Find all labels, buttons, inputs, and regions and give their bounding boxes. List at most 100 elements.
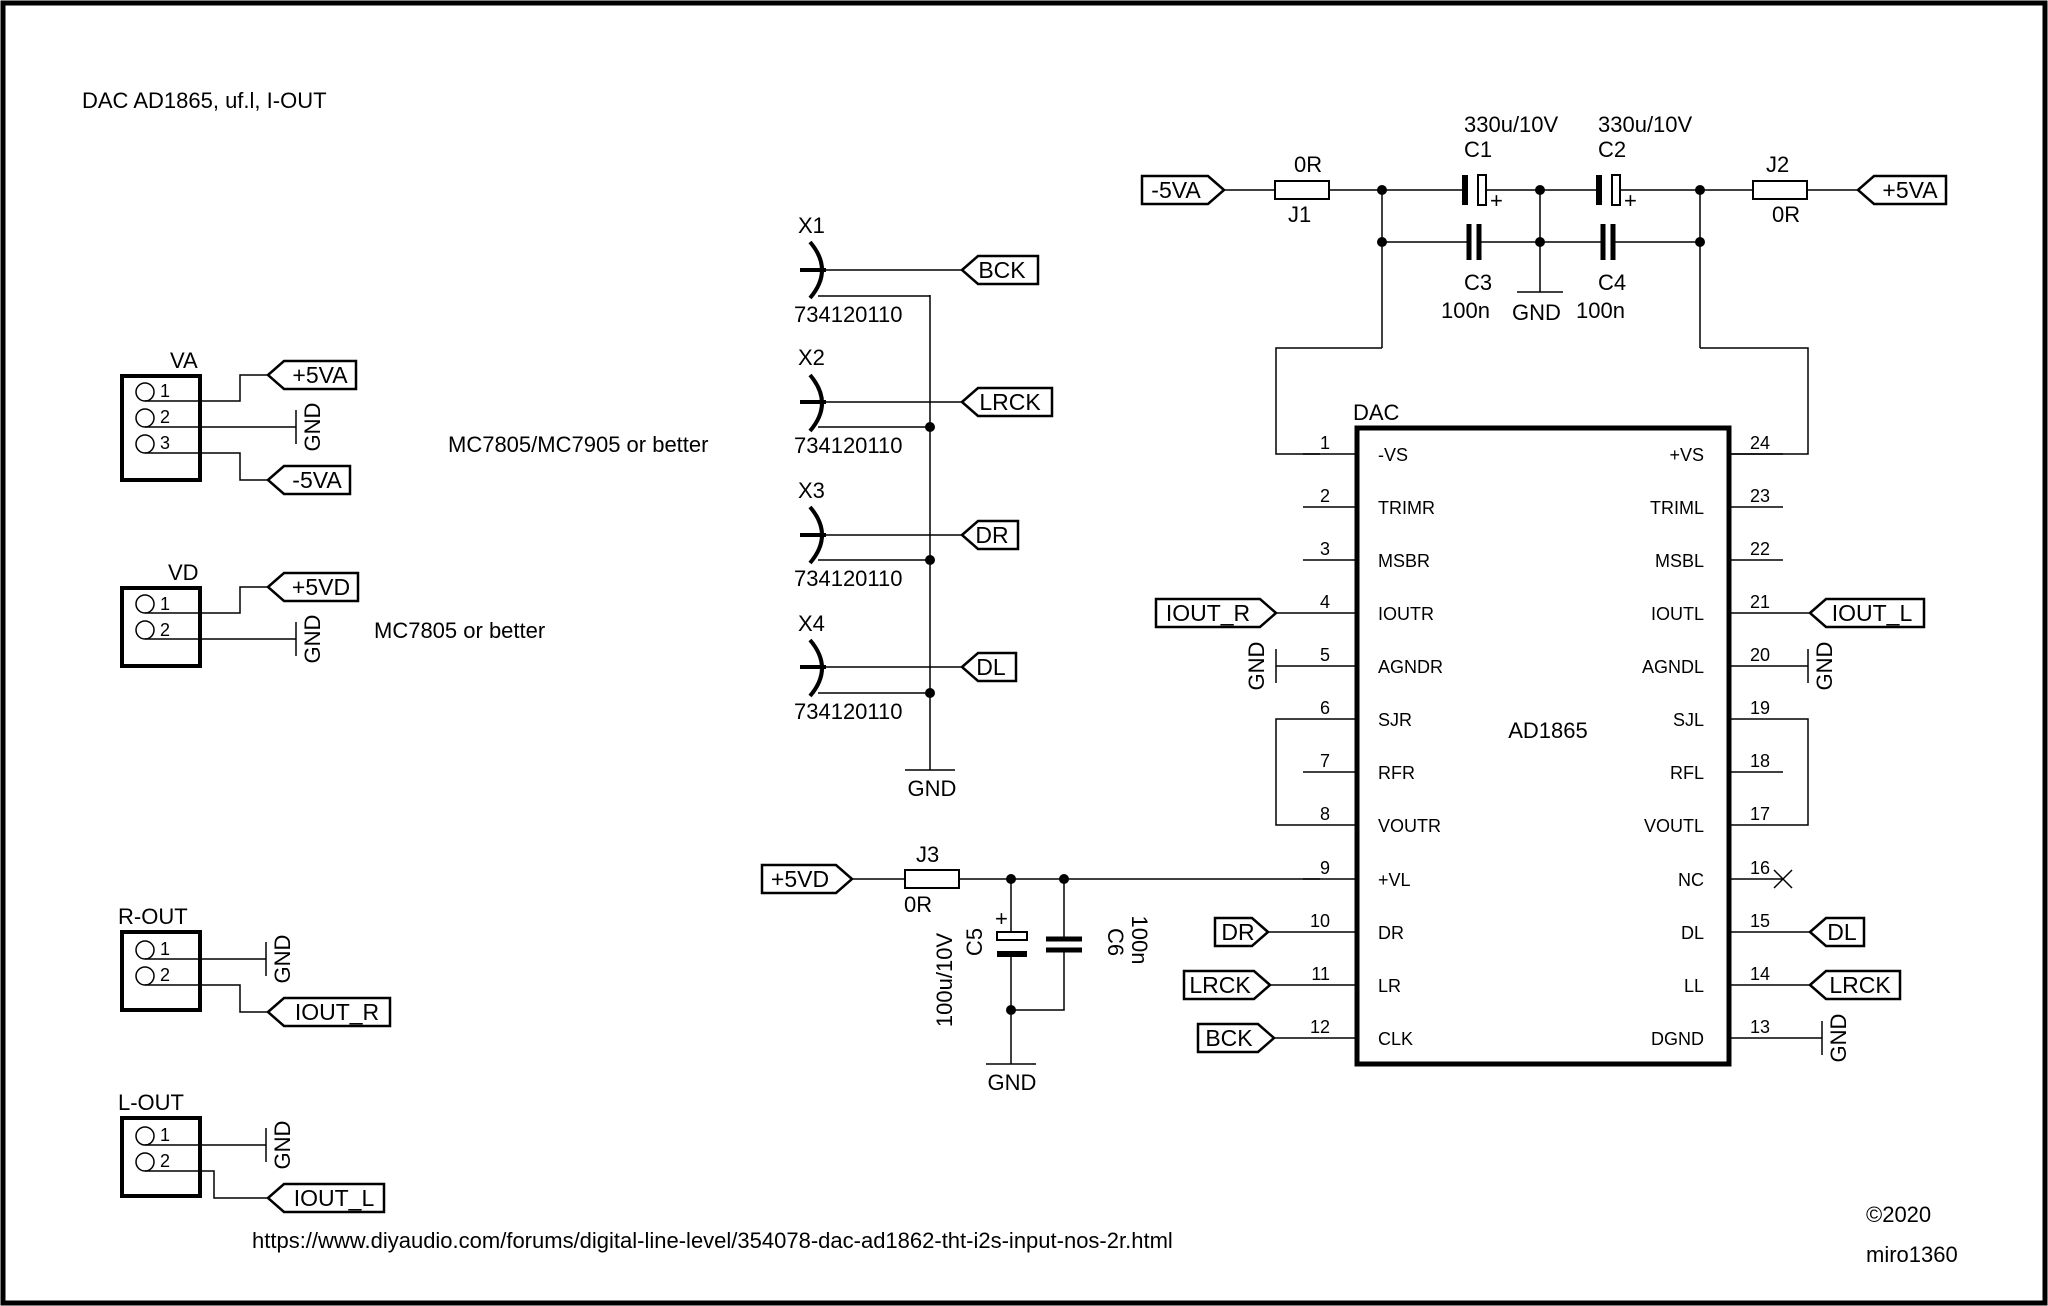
ic-pin-num: 5 bbox=[1320, 645, 1330, 665]
capacitor-c1-plus: + bbox=[1490, 188, 1503, 213]
header-vd: VD 1 2 MC7805 or better bbox=[120, 560, 545, 668]
ic-pin-num: 22 bbox=[1750, 539, 1770, 559]
copyright-year: ©2020 bbox=[1866, 1202, 1931, 1227]
ic-pin-num: 23 bbox=[1750, 486, 1770, 506]
source-url: https://www.diyaudio.com/forums/digital-… bbox=[252, 1228, 1173, 1253]
capacitor-c3-ref: C3 bbox=[1464, 270, 1492, 295]
ic-pin-name: NC bbox=[1678, 870, 1704, 890]
ic-left-pin-numbers: 1 2 3 4 5 6 7 8 9 10 11 12 bbox=[1310, 433, 1330, 1037]
ic-pin-name: SJR bbox=[1378, 710, 1412, 730]
resistor-j3-ref: J3 bbox=[916, 842, 939, 867]
ic-pin-num: 24 bbox=[1750, 433, 1770, 453]
flag-lrck: LRCK bbox=[960, 386, 1054, 418]
flag-va-plus5va: +5VA bbox=[266, 359, 358, 391]
gnd-digital-label: GND bbox=[988, 1070, 1037, 1095]
flag-va-plus5va-text: +5VA bbox=[292, 362, 348, 388]
flag-dr-connector-text: DR bbox=[975, 522, 1008, 548]
flag-supply-plus5vd: +5VD bbox=[760, 863, 854, 895]
flag-ic-lrck-right: LRCK bbox=[1808, 969, 1902, 1001]
ic-pin-name: AGNDR bbox=[1378, 657, 1443, 677]
ic-ref: DAC bbox=[1353, 400, 1400, 425]
header-va-pin1-num: 1 bbox=[160, 381, 170, 401]
ic-pin-name: RFR bbox=[1378, 763, 1415, 783]
gnd-filter-label: GND bbox=[1512, 300, 1561, 325]
flag-ic-lrck-right-text: LRCK bbox=[1829, 972, 1891, 998]
resistor-j2-ref: J2 bbox=[1766, 152, 1789, 177]
flag-vd-plus5vd: +5VD bbox=[266, 571, 360, 603]
header-r-out-pin2-num: 2 bbox=[160, 965, 170, 985]
flag-ic-iout-r: IOUT_R bbox=[1154, 597, 1278, 629]
header-va-ref: VA bbox=[170, 348, 198, 373]
ic-pin-num: 19 bbox=[1750, 698, 1770, 718]
capacitor-c5-plus: + bbox=[995, 906, 1008, 931]
header-l-out: L-OUT 1 2 bbox=[118, 1090, 268, 1199]
ic-pin-name: LR bbox=[1378, 976, 1401, 996]
header-vd-pin1-num: 1 bbox=[160, 594, 170, 614]
connector-x3: X3 734120110 bbox=[794, 478, 962, 591]
ic-pin-name: VOUTL bbox=[1644, 816, 1704, 836]
header-r-out-body bbox=[120, 930, 202, 1012]
header-l-out-pin1 bbox=[135, 1126, 155, 1146]
capacitor-c1-value: 330u/10V bbox=[1464, 112, 1559, 137]
capacitor-c2: + 330u/10V C2 bbox=[1596, 112, 1693, 213]
capacitor-c5: + C5 100u/10V bbox=[932, 906, 1028, 1027]
connector-x4: X4 734120110 bbox=[794, 611, 962, 724]
flag-ic-lrck: LRCK bbox=[1182, 969, 1272, 1001]
flag-dl-connector-text: DL bbox=[976, 654, 1006, 680]
flag-bck-text: BCK bbox=[978, 257, 1026, 283]
flag-ic-lrck-text: LRCK bbox=[1189, 972, 1251, 998]
flag-va-minus5va: -5VA bbox=[266, 464, 352, 496]
resistor-j1-ref: J1 bbox=[1288, 202, 1311, 227]
header-vd-ref: VD bbox=[168, 560, 199, 585]
ic-pin-name: DL bbox=[1681, 923, 1704, 943]
flag-dr-connector: DR bbox=[960, 519, 1020, 551]
ic-pin-name: TRIML bbox=[1650, 498, 1704, 518]
connector-x2-ref: X2 bbox=[798, 345, 825, 370]
ic-pin-num: 21 bbox=[1750, 592, 1770, 612]
ic-pin-name: RFL bbox=[1670, 763, 1704, 783]
capacitor-c3: C3 100n bbox=[1441, 224, 1492, 323]
ic-pin-num: 9 bbox=[1320, 858, 1330, 878]
resistor-j3: J3 0R bbox=[904, 842, 960, 917]
header-va-pin3 bbox=[135, 434, 155, 454]
ic-right-pin-numbers: 24 23 22 21 20 19 18 17 16 15 14 13 bbox=[1750, 433, 1770, 1037]
capacitor-c4: C4 100n bbox=[1576, 224, 1626, 323]
ic-pin-num: 8 bbox=[1320, 804, 1330, 824]
header-l-out-ref: L-OUT bbox=[118, 1090, 184, 1115]
gnd-vd-label: GND bbox=[300, 615, 325, 664]
connector-x4-value: 734120110 bbox=[794, 699, 903, 724]
capacitor-c4-value: 100n bbox=[1576, 298, 1625, 323]
gnd-agndr-label: GND bbox=[1244, 642, 1269, 691]
gnd-l-out-label: GND bbox=[270, 1121, 295, 1170]
header-vd-pin2 bbox=[135, 620, 155, 640]
flag-ic-dl: DL bbox=[1808, 916, 1866, 948]
connector-x2-value: 734120110 bbox=[794, 433, 903, 458]
flag-va-minus5va-text: -5VA bbox=[292, 467, 342, 493]
ic-pin-name: SJL bbox=[1673, 710, 1704, 730]
header-va: VA 1 2 3 MC7805/MC7905 or better bbox=[120, 348, 708, 482]
flag-lrck-text: LRCK bbox=[979, 389, 1041, 415]
ic-body bbox=[1354, 425, 1732, 1067]
ic-pin-name: LL bbox=[1684, 976, 1704, 996]
ic-pin-name: +VS bbox=[1669, 445, 1704, 465]
ic-pin-name: +VL bbox=[1378, 870, 1411, 890]
flag-ic-bck: BCK bbox=[1196, 1022, 1276, 1054]
flag-ic-dr: DR bbox=[1213, 916, 1270, 948]
flag-ic-dl-text: DL bbox=[1827, 919, 1857, 945]
header-va-pin1 bbox=[135, 382, 155, 402]
ic-pin-name: IOUTL bbox=[1651, 604, 1704, 624]
ic-pin-num: 18 bbox=[1750, 751, 1770, 771]
capacitor-c5-ref: C5 bbox=[962, 928, 987, 956]
ic-pin-name: TRIMR bbox=[1378, 498, 1435, 518]
connector-x3-value: 734120110 bbox=[794, 566, 903, 591]
header-va-pin2-num: 2 bbox=[160, 407, 170, 427]
capacitor-c2-value: 330u/10V bbox=[1598, 112, 1693, 137]
ic-pin-num: 7 bbox=[1320, 751, 1330, 771]
ic-pin-num: 13 bbox=[1750, 1017, 1770, 1037]
gnd-dgnd-label: GND bbox=[1826, 1014, 1851, 1063]
header-r-out-ref: R-OUT bbox=[118, 904, 188, 929]
ic-pin-num: 6 bbox=[1320, 698, 1330, 718]
connector-x3-ref: X3 bbox=[798, 478, 825, 503]
ic-right-pin-names: +VS TRIML MSBL IOUTL AGNDL SJL RFL VOUTL… bbox=[1642, 445, 1704, 1049]
